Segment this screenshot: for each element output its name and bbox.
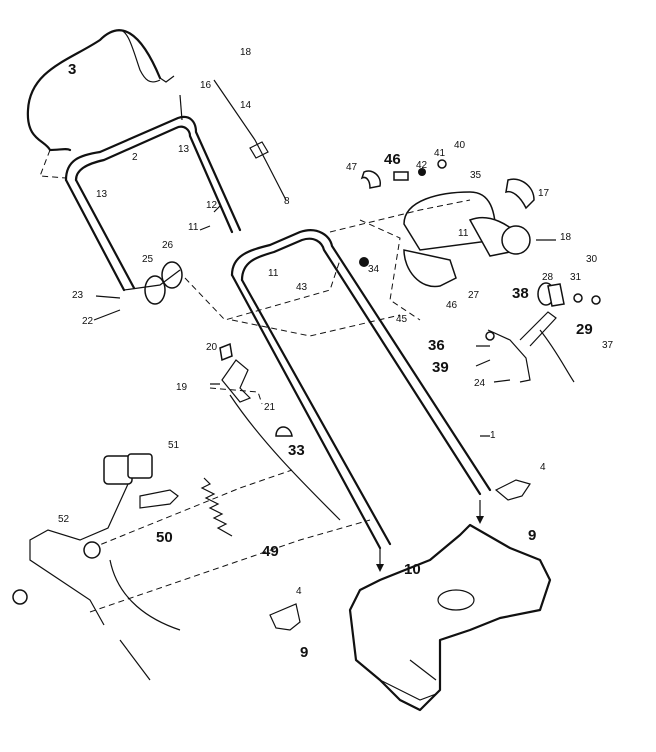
label-27: 27 [468,290,480,301]
label-19: 19 [176,382,188,393]
label-9a: 9 [528,527,536,544]
label-26: 26 [162,240,174,251]
cable-3-end [117,29,175,83]
label-2: 2 [132,152,138,163]
label-12: 12 [206,200,218,211]
bracket-19 [221,359,252,403]
bracket-4 [269,603,301,631]
deck-bracket [348,523,552,712]
label-42: 42 [416,160,428,171]
label-34: 34 [368,264,380,275]
nut-part [12,589,28,605]
label-11a: 11 [188,222,199,233]
label-10: 10 [404,561,421,578]
label-18: 18 [560,232,572,243]
label-9b: 9 [300,644,308,661]
label-45: 45 [396,314,408,325]
label-52: 52 [58,514,70,525]
label-37: 37 [602,340,614,351]
label-21: 21 [264,402,276,413]
upper-handle-2 [64,115,242,232]
label-11b: 11 [268,268,279,279]
label-30: 30 [586,254,598,265]
label-13b: 13 [96,189,108,200]
label-14: 14 [240,100,252,111]
label-40: 40 [454,140,466,151]
label-41: 41 [434,148,446,159]
label-20: 20 [206,342,218,353]
part-47 [360,170,381,189]
label-51: 51 [168,440,180,451]
knob-18 [501,225,531,255]
label-38: 38 [512,285,529,302]
label-23: 23 [72,290,84,301]
knob-25 [144,275,166,305]
control-cable [109,394,341,681]
label-31: 31 [570,272,582,283]
label-50: 50 [156,529,173,546]
rod-14 [213,79,287,201]
label-36: 36 [428,337,445,354]
label-11c: 11 [458,228,469,239]
label-4a: 4 [540,462,546,473]
label-24: 24 [474,378,486,389]
label-46b: 46 [446,300,458,311]
label-28: 28 [542,272,554,283]
label-25: 25 [142,254,154,265]
label-1: 1 [490,430,496,441]
spring-49 [200,477,233,537]
label-18b: 18 [240,47,252,58]
label-47: 47 [346,162,358,173]
label-4b: 4 [296,586,302,597]
label-3: 3 [68,61,76,78]
label-46a: 46 [384,151,401,168]
label-13a: 13 [178,144,190,155]
bracket-4b [494,479,531,501]
label-39: 39 [432,359,449,376]
cable-3 [26,29,162,152]
label-17: 17 [538,188,550,199]
knob-26 [161,261,183,289]
label-22: 22 [82,316,94,327]
label-49: 49 [262,543,279,560]
label-16: 16 [200,80,212,91]
bracket-50 [139,489,179,509]
lower-handle-1 [230,229,492,492]
label-43: 43 [296,282,308,293]
part-33 [275,426,293,437]
label-8: 8 [284,196,290,207]
cover-17 [505,178,535,210]
label-35: 35 [470,170,482,181]
label-33: 33 [288,442,305,459]
label-29: 29 [576,321,593,338]
